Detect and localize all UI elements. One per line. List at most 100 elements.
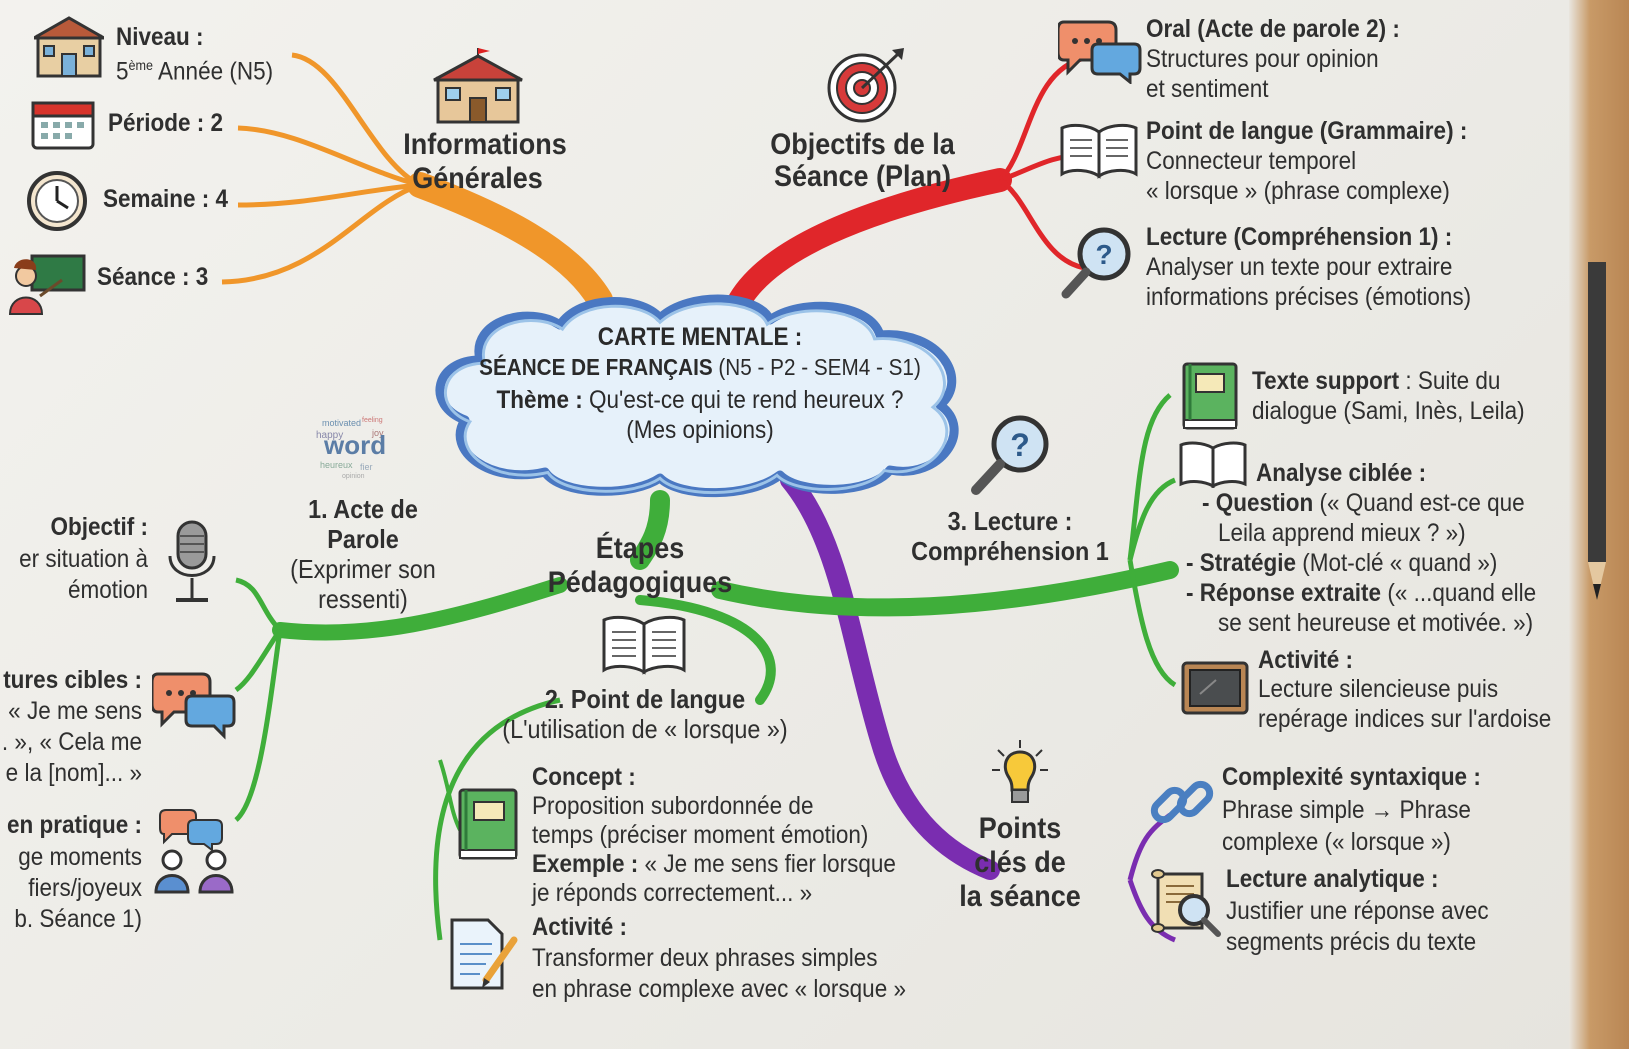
lecture-activite-line2: repérage indices sur l'ardoise [1258, 705, 1552, 733]
obj-lecture-line2: informations précises (émotions) [1146, 283, 1472, 311]
branch-green-right [711, 561, 1179, 617]
center-title: CARTE MENTALE : [597, 323, 803, 351]
center-subtitle-bold: SÉANCE DE FRANÇAIS [479, 354, 713, 380]
svg-text:motivated: motivated [322, 418, 361, 428]
branch-green-lecture-analyse [1127, 477, 1177, 561]
school-icon [34, 16, 104, 78]
branch-green-acte-structures [234, 628, 283, 693]
svg-text:happy: happy [316, 430, 343, 441]
acte-structures-line3: e la [nom]... » [5, 759, 143, 787]
periode-label: Période : 2 [108, 109, 224, 137]
complexite-line1: Phrase simple → Phrase [1222, 796, 1471, 824]
svg-text:opinion: opinion [342, 473, 365, 480]
branch-green-lecture-activite [1127, 559, 1177, 688]
niveau-label: Niveau : [116, 23, 204, 51]
reponse-line2: se sent heureuse et motivée. ») [1218, 609, 1534, 637]
obj-langue-line1: Connecteur temporel [1146, 147, 1357, 175]
speech-bubbles-icon [152, 672, 236, 740]
green-book-icon [1182, 362, 1238, 430]
svg-text:heureux: heureux [320, 460, 353, 470]
strategie-title: - Stratégie [1186, 549, 1297, 577]
obj-oral-title: Oral (Acte de parole 2) : [1146, 15, 1400, 43]
center-theme: Thème : Qu'est-ce qui te rend heureux ? [471, 385, 930, 415]
niveau-value: Année (N5) [153, 57, 274, 86]
school-icon [433, 48, 523, 124]
concept-line1: Proposition subordonnée de [532, 792, 814, 820]
branch-green-langue [635, 595, 776, 705]
complexite-line2: complexe (« lorsque ») [1222, 828, 1451, 856]
question-text: (« Quand est-ce que [1313, 489, 1525, 517]
acte-pratique-line2: fiers/joyeux [28, 874, 142, 902]
svg-text:joy: joy [371, 428, 384, 438]
concept-title: Concept : [532, 763, 636, 791]
target-icon [827, 48, 904, 123]
acte-title-line1: 1. Acte de [308, 494, 418, 524]
obj-langue-line2: « lorsque » (phrase complexe) [1146, 177, 1450, 205]
info-title-line1: Informations [403, 128, 567, 161]
points-title-line1: Points [978, 812, 1062, 845]
center-theme-line2: (Mes opinions) [626, 416, 774, 444]
branch-purple-main [780, 470, 1000, 880]
branch-green-left [272, 577, 568, 641]
svg-text:fier: fier [360, 462, 373, 472]
open-book-icon [1060, 123, 1138, 179]
pencil-icon [1588, 262, 1606, 600]
obj-oral-line1: Structures pour opinion [1146, 45, 1379, 73]
exemple-text: « Je me sens fier lorsque [638, 850, 896, 878]
speech-bubbles-icon [1058, 20, 1142, 84]
people-talking-icon [154, 809, 234, 894]
langue-activite-title: Activité : [532, 913, 628, 941]
lecture-title-line1: 3. Lecture : [947, 506, 1073, 536]
etapes-title-line2: Pédagogiques [547, 566, 733, 599]
acte-objectif-title: Objectif : [50, 513, 148, 541]
svg-text:?: ? [1095, 239, 1112, 270]
branch-green-lecture-texte [1127, 393, 1172, 561]
obj-lecture-line1: Analyser un texte pour extraire [1146, 253, 1453, 281]
chain-link-icon [1150, 780, 1214, 824]
acte-subtitle-line1: (Exprimer son [290, 554, 436, 584]
acte-structures-line1: « Je me sens [8, 697, 142, 725]
obj-lecture-title: Lecture (Compréhension 1) : [1146, 223, 1453, 251]
analytique-title: Lecture analytique : [1226, 865, 1439, 893]
reponse-text: (« ...quand elle [1381, 579, 1537, 607]
branch-orange-seance [221, 182, 421, 285]
question-line1: - Question (« Quand est-ce que [1202, 488, 1525, 519]
document-pencil-icon [450, 918, 518, 990]
lecture-activite-title: Activité : [1258, 646, 1354, 674]
acte-objectif-line2: émotion [67, 576, 148, 604]
slate-icon [1181, 661, 1249, 715]
branch-green-langue-items [433, 697, 561, 941]
branch-orange-main [407, 172, 613, 313]
center-theme-text: Qu'est-ce qui te rend heureux ? [582, 386, 904, 414]
green-book-icon [458, 788, 518, 860]
clock-icon [27, 171, 87, 231]
branch-purple-analytique [1127, 879, 1176, 943]
texte-support-text: : Suite du [1399, 367, 1501, 395]
lightbulb-icon [992, 740, 1048, 803]
objectifs-title-line1: Objectifs de la [770, 128, 955, 161]
strategie-text: (Mot-clé « quand ») [1296, 549, 1498, 577]
obj-oral-line2: et sentiment [1146, 75, 1269, 103]
question-title: - Question [1202, 489, 1314, 517]
niveau-value-line: 5ème Année (N5) [116, 50, 273, 87]
magnifier-question-icon: ? [971, 415, 1049, 495]
question-line2: Leila apprend mieux ? ») [1218, 519, 1466, 547]
obj-langue-title: Point de langue (Grammaire) : [1146, 117, 1468, 145]
lecture-activite-line1: Lecture silencieuse puis [1258, 675, 1499, 703]
concept-line2: temps (préciser moment émotion) [532, 821, 869, 849]
info-title-line2: Générales [412, 162, 543, 195]
branch-green-stem [630, 490, 670, 570]
branch-orange-periode [237, 125, 421, 188]
acte-pratique-line3: b. Séance 1) [14, 905, 142, 933]
texte-support-line1: Texte support : Suite du [1252, 366, 1500, 397]
analyse-title: Analyse ciblée : [1256, 459, 1427, 487]
analytique-line1: Justifier une réponse avec [1226, 897, 1489, 925]
branch-orange-niveau [291, 52, 422, 188]
points-title-line3: la séance [959, 880, 1081, 913]
objectifs-title-line2: Séance (Plan) [773, 160, 952, 193]
seance-label: Séance : 3 [97, 263, 209, 291]
semaine-label: Semaine : 4 [103, 185, 229, 213]
magnifier-question-icon: ? [1061, 227, 1131, 299]
exemple-title: Exemple : [532, 850, 639, 878]
langue-activite-line1: Transformer deux phrases simples [532, 944, 878, 972]
